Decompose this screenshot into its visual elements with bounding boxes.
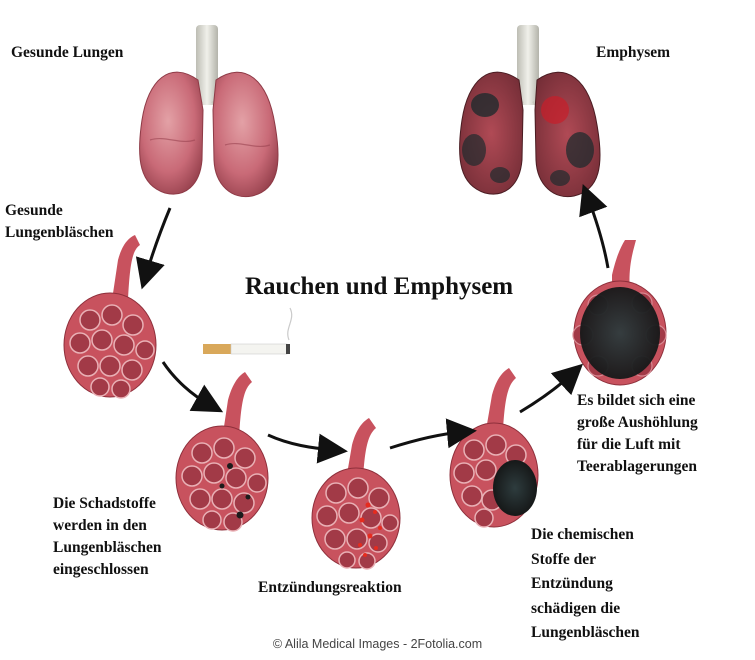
emphysema-lungs bbox=[459, 25, 601, 198]
label-cavity: Es bildet sich eine große Aushöhlung für… bbox=[577, 390, 698, 478]
arrow-icon bbox=[389, 418, 477, 450]
label-line: Gesunde bbox=[5, 202, 63, 219]
label-line: Stoffe der bbox=[531, 550, 596, 568]
cigarette-icon bbox=[203, 307, 293, 355]
label-healthy-lungs: Gesunde Lungen bbox=[11, 44, 124, 61]
label-line: Es bildet sich eine bbox=[577, 392, 696, 409]
label-line: für die Luft mit bbox=[577, 436, 681, 453]
label-line: Entzündung bbox=[531, 575, 613, 592]
label-line: Die Schadstoffe bbox=[53, 495, 156, 512]
alveolus-inflamed bbox=[311, 418, 401, 570]
label-line: Lungenbläschen bbox=[531, 624, 640, 641]
label-damage: Die chemischen Stoffe der Entzündung sch… bbox=[531, 523, 640, 646]
label-line: Lungenbläschen bbox=[5, 224, 114, 241]
alveolus-cavity bbox=[572, 240, 667, 386]
alveolus-damaged bbox=[449, 368, 539, 528]
label-line: schädigen die bbox=[531, 599, 621, 617]
cycle-arrows bbox=[135, 183, 610, 464]
alveolus-healthy bbox=[63, 235, 157, 399]
label-line: große Aushöhlung bbox=[577, 414, 698, 431]
label-trapped: Die Schadstoffe werden in den Lungenbläs… bbox=[53, 493, 162, 581]
label-line: eingeschlossen bbox=[53, 561, 149, 578]
arrow-icon bbox=[161, 361, 224, 413]
label-emphysema: Emphysem bbox=[596, 44, 671, 61]
label-inflammation: Entzündungsreaktion bbox=[258, 579, 402, 596]
label-line: Die chemischen bbox=[531, 526, 634, 543]
arrow-icon bbox=[267, 433, 348, 464]
diagram-title: Rauchen und Emphysem bbox=[245, 273, 514, 300]
image-credit: © Alila Medical Images - 2Fotolia.com bbox=[272, 637, 483, 651]
label-healthy-alveoli: Gesunde Lungenbläschen bbox=[5, 200, 114, 244]
arrow-icon bbox=[519, 363, 583, 414]
label-line: werden in den bbox=[53, 517, 147, 534]
label-line: Lungenbläschen bbox=[53, 539, 162, 556]
arrow-icon bbox=[135, 207, 172, 290]
label-line: Teerablagerungen bbox=[577, 458, 697, 475]
arrow-icon bbox=[579, 183, 610, 269]
alveolus-trapped bbox=[175, 372, 269, 532]
healthy-lungs bbox=[139, 25, 279, 198]
